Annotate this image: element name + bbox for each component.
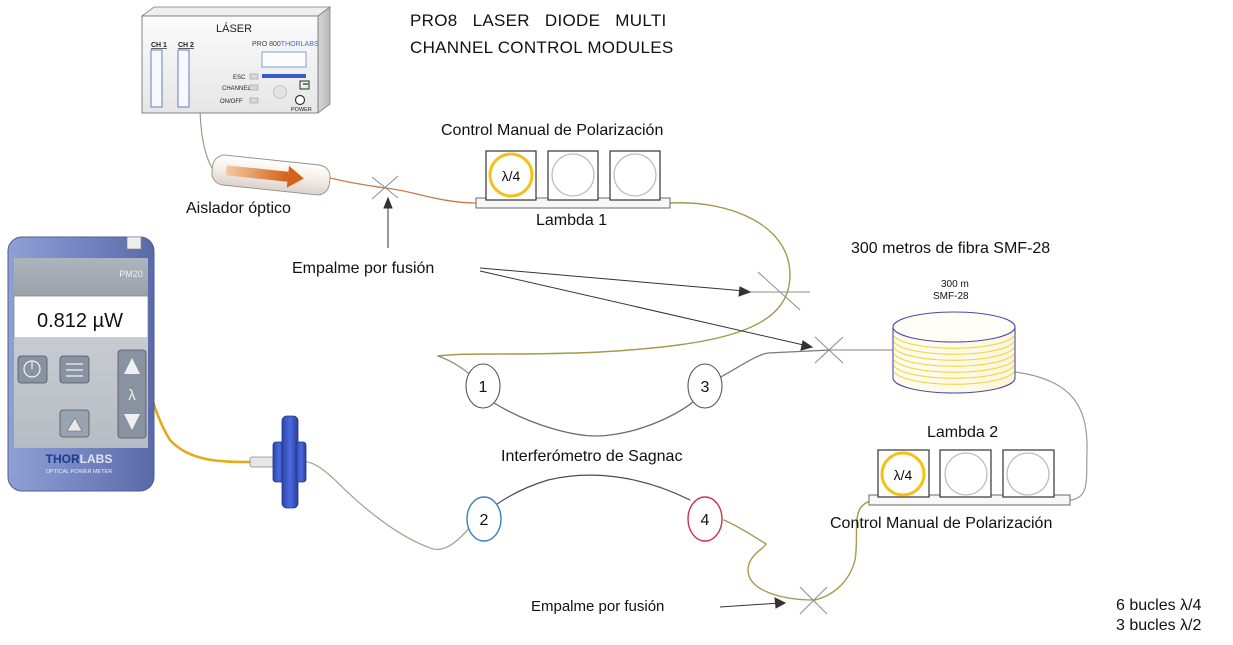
arrow-down-icon[interactable] xyxy=(124,414,140,430)
spool-length-label: 300 m xyxy=(941,279,969,290)
waveplate-top-quarter-label: λ/4 xyxy=(502,168,521,184)
fiber-adapter xyxy=(249,415,307,509)
port-4-label: 4 xyxy=(701,512,710,529)
optical-isolator xyxy=(211,154,331,196)
arrow-up-icon[interactable] xyxy=(124,358,140,374)
laser-esc-label: ESC xyxy=(233,75,246,81)
header-line-1: PRO8 LASER DIODE MULTI xyxy=(410,11,667,30)
meter-subtitle: OPTICAL POWER METER xyxy=(46,469,112,475)
laser-power-button[interactable] xyxy=(294,94,306,106)
laser-onoff-label: ON/OFF xyxy=(220,99,243,105)
laser-channel-button[interactable] xyxy=(249,84,259,91)
waveplate-bottom-3[interactable] xyxy=(1006,452,1050,496)
laser-knob[interactable] xyxy=(273,85,287,99)
fiber-sagnac-loop xyxy=(493,399,696,437)
meter-connector xyxy=(126,236,142,250)
waveplate-top-2[interactable] xyxy=(551,153,595,197)
polarization-controller-bottom: λ/4 xyxy=(868,449,1071,506)
laser-onoff-button[interactable] xyxy=(249,97,259,104)
loops-quarter-label: 6 bucles λ/4 xyxy=(1116,597,1202,614)
fiber-port3-to-splice xyxy=(714,349,831,381)
meter-model: PM20 xyxy=(119,269,143,279)
port-4[interactable]: 4 xyxy=(687,496,723,542)
splice-mark-controller xyxy=(750,271,810,311)
lambda1-label: Lambda 1 xyxy=(536,212,608,229)
fusion-splice-markers xyxy=(371,175,844,615)
laser-driver: LÁSER CH 1 CH 2 PRO 800THORLABS ESC CHAN… xyxy=(140,6,332,114)
meter-power-button[interactable] xyxy=(17,355,48,384)
fusion-splice-top-label: Empalme por fusión xyxy=(292,260,435,277)
fiber-spool-to-lambda2 xyxy=(1014,371,1088,501)
isolator-label: Aislador óptico xyxy=(186,200,291,217)
zero-icon xyxy=(66,417,83,432)
laser-title: LÁSER xyxy=(216,22,252,35)
pol-control-bottom-label: Control Manual de Polarización xyxy=(830,515,1053,532)
fiber-port2-to-adapter xyxy=(299,460,471,550)
fiber-title-label: 300 metros de fibra SMF-28 xyxy=(851,240,1051,257)
waveplate-bottom-quarter[interactable] xyxy=(880,451,926,497)
svg-text:PRO 800THORLABS: PRO 800THORLABS xyxy=(252,41,319,48)
laser-ch1-label: CH 1 xyxy=(151,42,167,49)
laser-brand-pro: PRO 800 xyxy=(252,41,281,48)
laser-channel-slot-1 xyxy=(150,49,163,108)
sagnac-ports: 1 3 2 4 xyxy=(465,363,723,542)
waveplate-top-quarter[interactable] xyxy=(488,152,534,198)
fiber-spool xyxy=(892,311,1016,394)
fusion-splice-bottom-label: Empalme por fusión xyxy=(531,598,665,615)
laser-channel-slot-2 xyxy=(177,49,190,108)
power-meter: PM20 0.812 µW λ THORLABS OPTICAL POWER M… xyxy=(7,236,155,492)
fiber-controller-to-port1 xyxy=(437,202,791,357)
fiber-splice-to-controller xyxy=(384,187,477,204)
laser-blue-indicators xyxy=(262,74,306,78)
meter-reading: 0.812 µW xyxy=(37,310,123,332)
meter-lambda-key: λ xyxy=(128,387,136,404)
laser-power-led xyxy=(299,80,310,90)
port-2[interactable]: 2 xyxy=(466,496,502,542)
fiber-port4-to-port2 xyxy=(489,474,691,511)
port-3[interactable]: 3 xyxy=(687,363,723,409)
laser-power-label: POWER xyxy=(291,107,312,113)
waveplate-bottom-quarter-label: λ/4 xyxy=(894,467,913,483)
laser-display xyxy=(261,51,307,68)
meter-brand-labs: LABS xyxy=(80,452,113,466)
laser-ch2-label: CH 2 xyxy=(178,42,194,49)
splice-mark-bottom xyxy=(799,586,828,615)
port-1[interactable]: 1 xyxy=(465,363,501,409)
port-1-label: 1 xyxy=(479,379,488,396)
meter-brand-thor: THOR xyxy=(46,452,80,466)
waveplate-top-3[interactable] xyxy=(613,153,657,197)
polarization-controller-top: λ/4 xyxy=(475,150,671,209)
lambda2-label: Lambda 2 xyxy=(927,424,999,441)
pol-control-top-label: Control Manual de Polarización xyxy=(441,122,664,139)
spool-type-label: SMF-28 xyxy=(933,291,969,302)
fiber-lambda2-to-splice xyxy=(814,499,877,601)
menu-icon xyxy=(66,363,83,377)
port-2-label: 2 xyxy=(480,512,489,529)
spool-top xyxy=(892,311,1016,343)
splice-mark-spool xyxy=(814,336,844,364)
waveplate-bottom-2[interactable] xyxy=(944,452,988,496)
sagnac-label: Interferómetro de Sagnac xyxy=(501,448,683,465)
port-3-label: 3 xyxy=(701,379,710,396)
annotation-arrows xyxy=(383,196,814,609)
fiber-port1-lead xyxy=(437,355,474,379)
fiber-isolator-to-splice xyxy=(329,177,386,189)
fiber-splice-to-port4 xyxy=(723,519,816,601)
svg-text:THORLABS: THORLABS xyxy=(46,452,113,466)
laser-esc-button[interactable] xyxy=(249,73,259,80)
meter-display xyxy=(13,295,149,339)
adapter-ferrule xyxy=(249,456,275,468)
isolator-arrow-icon xyxy=(225,165,304,188)
splice-mark-isolator xyxy=(371,175,399,200)
laser-channel-label: CHANNEL xyxy=(222,86,251,92)
header-line-2: CHANNEL CONTROL MODULES xyxy=(410,38,674,57)
loops-half-label: 3 bucles λ/2 xyxy=(1116,617,1202,634)
spool-winding-lines xyxy=(893,335,1015,385)
laser-brand-thor: THORLABS xyxy=(281,41,319,48)
